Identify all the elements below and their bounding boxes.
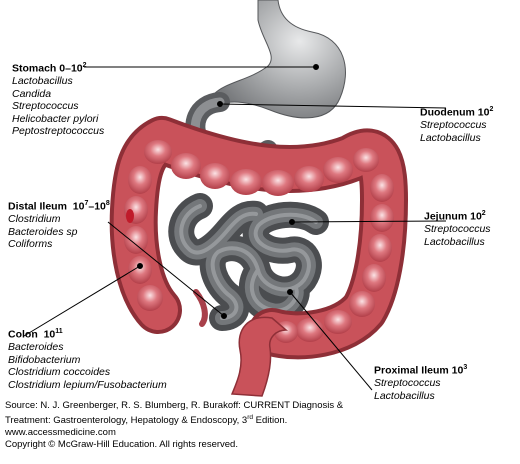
distal-ileum-count-sep: – (88, 200, 95, 213)
stomach-organism: Lactobacillus (12, 75, 73, 88)
stomach-organism: Streptococcus (12, 100, 79, 113)
jejunum-count-exp: 2 (481, 210, 486, 217)
duodenum-count-exp: 2 (489, 106, 494, 113)
source-line-2: Treatment: Gastroenterology, Hepatology … (5, 412, 343, 427)
colon-organism: Bifidobacterium (8, 353, 81, 366)
colon-organism: Clostridium lepium/Fusobacterium (8, 378, 167, 391)
stomach-count: 0–10 (59, 62, 83, 75)
distal-ileum-count-a: 10 (72, 200, 85, 213)
distal-ileum-name: Distal Ileum (8, 200, 67, 213)
proximal-ileum-count: 10 (451, 364, 464, 377)
colon-count: 10 (43, 328, 56, 341)
distal-ileum-label: Distal Ileum 107–108 Clostridium Bactero… (8, 198, 110, 251)
jejunum-organism: Streptococcus (424, 223, 491, 236)
source-url: www.accessmedicine.com (5, 427, 116, 439)
jejunum-organism: Lactobacillus (424, 235, 485, 248)
colon-organism: Bacteroides (8, 341, 64, 354)
source-edition-sup: rd (247, 414, 253, 421)
source-copyright: Copyright © McGraw-Hill Education. All r… (5, 439, 238, 451)
stomach-name: Stomach (12, 62, 57, 75)
proximal-ileum-organism: Streptococcus (374, 377, 441, 390)
proximal-ileum-name: Proximal Ileum (374, 364, 449, 377)
jejunum-count: 10 (470, 210, 482, 223)
leader-lines (23, 64, 447, 391)
colon-count-exp: 11 (55, 328, 63, 335)
colon-label: Colon 1011 Bacteroides Bifidobacterium C… (8, 326, 167, 391)
proximal-ileum-label: Proximal Ileum 103 Streptococcus Lactoba… (374, 362, 467, 402)
duodenum-organism: Lactobacillus (420, 131, 481, 144)
distal-ileum-count-b: 10 (94, 200, 106, 213)
distal-ileum-count-a-exp: 7 (84, 200, 89, 207)
colon-name: Colon (8, 328, 38, 341)
colon-organism: Clostridium coccoides (8, 366, 111, 379)
source-line-2-text: Treatment: Gastroenterology, Hepatology … (5, 415, 248, 427)
distal-ileum-organism: Coliforms (8, 238, 53, 251)
jejunum-label: Jejunum 102 Streptococcus Lactobacillus (424, 208, 491, 248)
distal-ileum-organism: Bacteroides sp (8, 225, 78, 238)
duodenum-organism: Streptococcus (420, 119, 487, 132)
distal-ileum-organism: Clostridium (8, 213, 61, 226)
source-citation: Source: N. J. Greenberger, R. S. Blumber… (5, 400, 343, 451)
distal-ileum-count-b-exp: 8 (105, 200, 110, 207)
stomach-organism: Peptostreptococcus (12, 125, 105, 138)
stomach (213, 0, 346, 119)
proximal-ileum-count-exp: 3 (463, 364, 468, 371)
duodenum-label: Duodenum 102 Streptococcus Lactobacillus (420, 104, 493, 144)
jejunum-name: Jejunum (424, 210, 468, 223)
stomach-label: Stomach 0–102 Lactobacillus Candida Stre… (12, 60, 104, 138)
stomach-organism: Candida (12, 87, 52, 100)
source-line-2-end: Edition. (253, 415, 288, 427)
source-line-1: Source: N. J. Greenberger, R. S. Blumber… (5, 400, 344, 411)
stomach-count-exp: 2 (82, 62, 87, 69)
stomach-organism: Helicobacter pylori (12, 112, 99, 125)
proximal-ileum-organism: Lactobacillus (374, 389, 435, 402)
duodenum-name: Duodenum (420, 106, 475, 119)
duodenum-count: 10 (477, 106, 490, 119)
colon (109, 116, 408, 397)
